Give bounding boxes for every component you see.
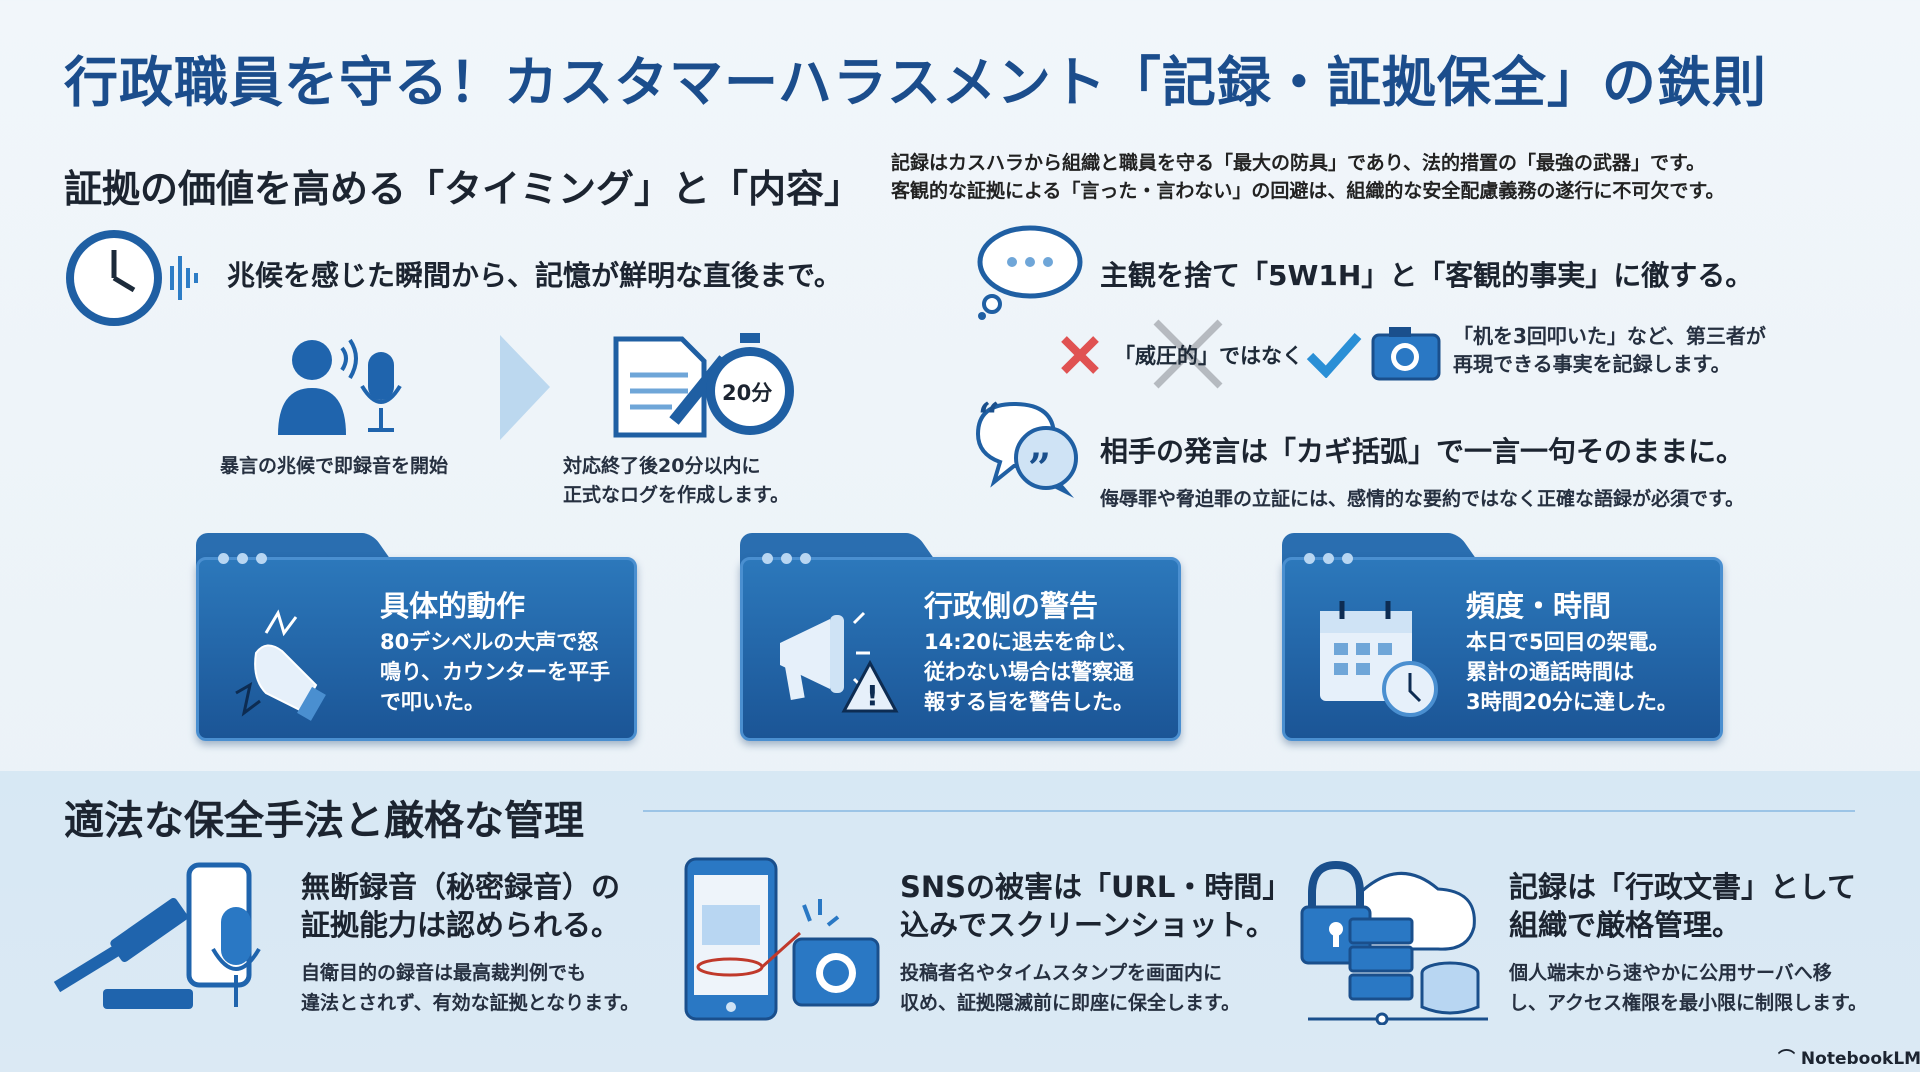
objective-headline: 主観を捨て「5W1H」と「客観的事実」に徹する。 bbox=[1100, 259, 1754, 292]
card-line: 80デシベルの大声で怒 bbox=[380, 630, 599, 654]
strike-cross-icon bbox=[1153, 319, 1223, 389]
step-record-caption: 暴言の兆候で即録音を開始 bbox=[220, 455, 449, 477]
step-log-caption: 対応終了後20分以内に 正式なログを作成します。 bbox=[563, 452, 789, 510]
window-dots-icon bbox=[762, 553, 811, 564]
slapping-hand-icon bbox=[235, 609, 326, 721]
person-microphone-icon bbox=[278, 338, 402, 435]
card-line: で叩いた。 bbox=[380, 690, 485, 714]
caption-line: 対応終了後20分以内に bbox=[563, 455, 761, 477]
item-title-line: 記録は「行政文書」として bbox=[1509, 870, 1857, 904]
card-line: 14:20に退去を命じ、 bbox=[924, 630, 1138, 654]
item-body-line: 収め、証拠隠滅前に即座に保全します。 bbox=[900, 992, 1241, 1014]
card-frequency-time: 頻度・時間 本日で5回目の架電。累計の通話時間は 3時間20分に達した。 bbox=[1282, 533, 1723, 741]
item-body-line: 違法とされず、有効な証拠となります。 bbox=[301, 992, 640, 1014]
lock-cloud-server-icon bbox=[1300, 860, 1488, 1025]
phone-screenshot-camera-icon bbox=[684, 857, 880, 1021]
camera-icon bbox=[1371, 327, 1441, 381]
card-title: 具体的動作 bbox=[380, 589, 526, 623]
legal-recording-item: 無断録音（秘密録音）の 証拠能力は認められる。 自衛目的の録音は最高裁判例でも … bbox=[301, 868, 639, 1018]
card-line: 累計の通話時間は bbox=[1466, 660, 1634, 684]
card-specific-action: 具体的動作 80デシベルの大声で怒鳴り、カウンターを平手で叩いた。 bbox=[196, 533, 637, 741]
card-body: 80デシベルの大声で怒鳴り、カウンターを平手で叩いた。 bbox=[380, 627, 610, 717]
item-body-line: 投稿者名やタイムスタンプを画面内に bbox=[900, 962, 1223, 984]
card-line: 鳴り、カウンターを平手 bbox=[380, 660, 611, 684]
item-title-line: 証拠能力は認められる。 bbox=[301, 908, 621, 942]
card-line: 本日で5回目の架電。 bbox=[1466, 630, 1670, 654]
window-dots-icon bbox=[1304, 553, 1353, 564]
lead-line: 客観的な証拠による「言った・言わない」の回避は、組織的な安全配慮義務の遂行に不可… bbox=[891, 180, 1725, 202]
arrow-right-icon bbox=[500, 335, 550, 440]
lead-line: 記録はカスハラから組織と職員を守る「最大の防具」であり、法的措置の「最強の武器」… bbox=[891, 152, 1706, 174]
section-heading-evidence: 証拠の価値を高める「タイミング」と「内容」 bbox=[64, 167, 863, 211]
card-administrative-warning: ! 行政側の警告 14:20に退去を命じ、従わない場合は警察通報する旨を警告した… bbox=[740, 533, 1181, 741]
bottom-section bbox=[0, 771, 1920, 1072]
document-timer-icon bbox=[613, 333, 794, 438]
clock-icon bbox=[66, 230, 198, 326]
svg-text:“: “ bbox=[978, 396, 1000, 439]
item-body-line: し、アクセス権限を最小限に制限します。 bbox=[1509, 992, 1868, 1014]
brand-label: NotebookLM bbox=[1800, 1049, 1920, 1069]
cross-icon bbox=[1061, 336, 1099, 374]
section-heading-preservation: 適法な保全手法と厳格な管理 bbox=[64, 798, 584, 844]
divider bbox=[643, 810, 1855, 812]
megaphone-warning-icon: ! bbox=[780, 611, 899, 713]
svg-text:”: ” bbox=[1028, 445, 1051, 492]
item-body-line: 自衛目的の録音は最高裁判例でも bbox=[301, 962, 587, 984]
item-title-line: 込みでスクリーンショット。 bbox=[900, 908, 1275, 942]
card-line: 従わない場合は警察通 bbox=[924, 660, 1134, 684]
sns-screenshot-item: SNSの被害は「URL・時間」 込みでスクリーンショット。 投稿者名やタイムスタ… bbox=[900, 868, 1291, 1018]
good-example-line: 再現できる事実を記録します。 bbox=[1453, 352, 1731, 376]
caption-line: 正式なログを作成します。 bbox=[563, 484, 790, 506]
quote-sub: 侮辱罪や脅迫罪の立証には、感情的な要約ではなく正確な語録が必須です。 bbox=[1100, 488, 1745, 510]
card-line: 3時間20分に達した。 bbox=[1466, 690, 1678, 714]
thought-bubble-icon bbox=[977, 225, 1083, 320]
svg-text:!: ! bbox=[866, 679, 879, 712]
good-example-line: 「机を3回叩いた」など、第三者が bbox=[1453, 324, 1766, 348]
quote-bubbles-icon: “ ” bbox=[975, 396, 1078, 498]
quote-headline: 相手の発言は「カギ括弧」で一言一句そのままに。 bbox=[1100, 435, 1745, 468]
good-example: 「机を3回叩いた」など、第三者が 再現できる事実を記録します。 bbox=[1453, 322, 1766, 378]
notebooklm-logo-icon: ⌒ bbox=[1778, 1049, 1795, 1069]
timing-headline: 兆候を感じた瞬間から、記憶が鮮明な直後まで。 bbox=[227, 259, 842, 292]
lead-text: 記録はカスハラから組織と職員を守る「最大の防具」であり、法的措置の「最強の武器」… bbox=[891, 149, 1725, 205]
page-title: 行政職員を守る！カスタマーハラスメント「記録・証拠保全」の鉄則 bbox=[64, 51, 1767, 114]
bad-example: 「威圧的」ではなく bbox=[1114, 344, 1303, 368]
item-body-line: 個人端末から速やかに公用サーバへ移 bbox=[1509, 962, 1832, 984]
document-management-item: 記録は「行政文書」として 組織で厳格管理。 個人端末から速やかに公用サーバへ移 … bbox=[1509, 868, 1867, 1018]
item-title-line: 無断録音（秘密録音）の bbox=[301, 870, 621, 904]
item-title-line: 組織で厳格管理。 bbox=[1509, 908, 1742, 942]
card-line: 報する旨を警告した。 bbox=[924, 690, 1134, 714]
gavel-phone-microphone-icon bbox=[53, 862, 261, 1009]
notebooklm-watermark: ⌒ NotebookLM bbox=[1778, 1044, 1920, 1069]
card-body: 14:20に退去を命じ、従わない場合は警察通報する旨を警告した。 bbox=[924, 627, 1138, 717]
card-title: 頻度・時間 bbox=[1466, 589, 1612, 623]
card-title: 行政側の警告 bbox=[924, 589, 1099, 623]
timer-label: 20分 bbox=[722, 381, 773, 405]
calendar-clock-icon bbox=[1320, 601, 1438, 717]
card-body: 本日で5回目の架電。累計の通話時間は 3時間20分に達した。 bbox=[1466, 627, 1678, 717]
item-title-line: SNSの被害は「URL・時間」 bbox=[900, 870, 1292, 904]
check-icon bbox=[1306, 333, 1362, 378]
window-dots-icon bbox=[218, 553, 267, 564]
